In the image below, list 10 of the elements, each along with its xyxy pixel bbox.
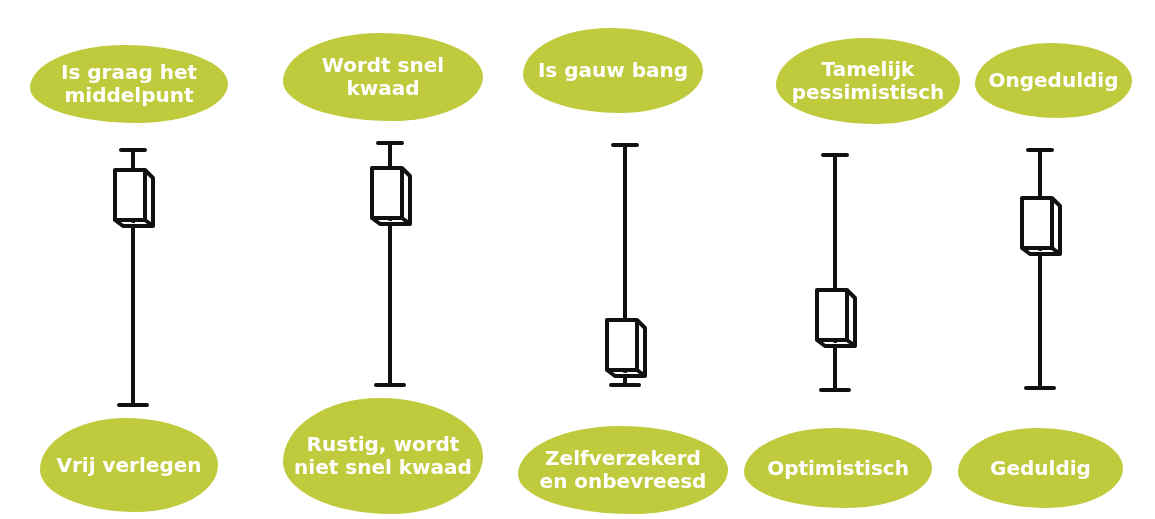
blob-text: Ongeduldig xyxy=(988,69,1119,92)
blob-text: Is gauw bang xyxy=(537,59,689,82)
blob-text: Zelfverzekerd en onbevreesd xyxy=(538,447,708,493)
blob-text: Tamelijk pessimistisch xyxy=(790,58,946,104)
blob-text: Rustig, wordt niet snel kwaad xyxy=(293,433,473,479)
blob-text: Geduldig xyxy=(990,456,1091,480)
blob-text: Optimistisch xyxy=(767,456,909,480)
blob-text: Is graag het middelpunt xyxy=(59,61,199,107)
blob-text: Wordt snel kwaad xyxy=(320,54,446,100)
blob-text: Vrij verlegen xyxy=(56,453,202,477)
